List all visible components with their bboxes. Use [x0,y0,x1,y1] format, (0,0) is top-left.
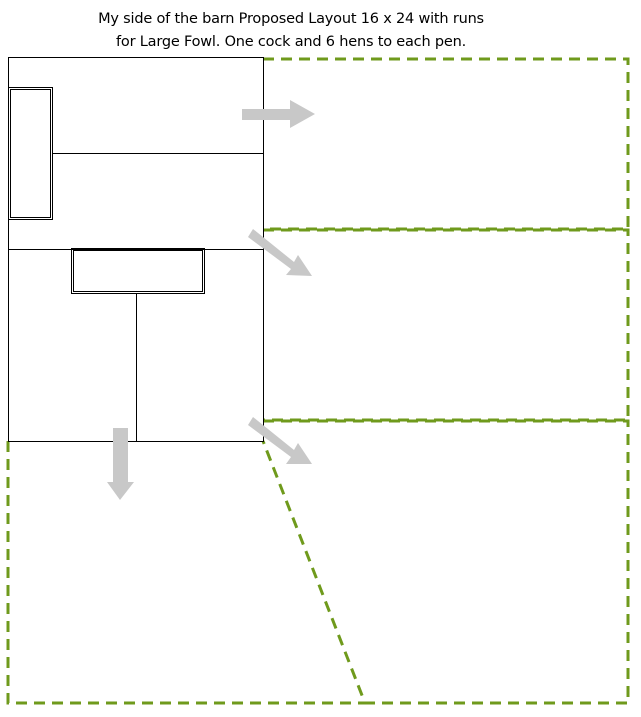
arrow-right-icon [242,100,315,128]
arrow-down-right-icon-2 [248,417,312,464]
nest-box-left-inner [10,89,51,218]
run-bottom-left [6,441,365,705]
run-top [263,57,630,231]
arrow-down-right-icon [248,229,312,276]
nest-box-left-outer [8,87,53,220]
run-middle [263,228,630,422]
title-line-2: for Large Fowl. One cock and 6 hens to e… [116,34,466,50]
runs [6,57,630,705]
run-bottom-right [261,419,630,705]
title-line-1: My side of the barn Proposed Layout 16 x… [98,11,484,27]
arrow-down-icon [107,428,134,500]
nest-box-center-outer [71,248,205,294]
arrows [107,100,315,500]
nest-box-center-inner [73,250,203,292]
barn [8,57,264,442]
